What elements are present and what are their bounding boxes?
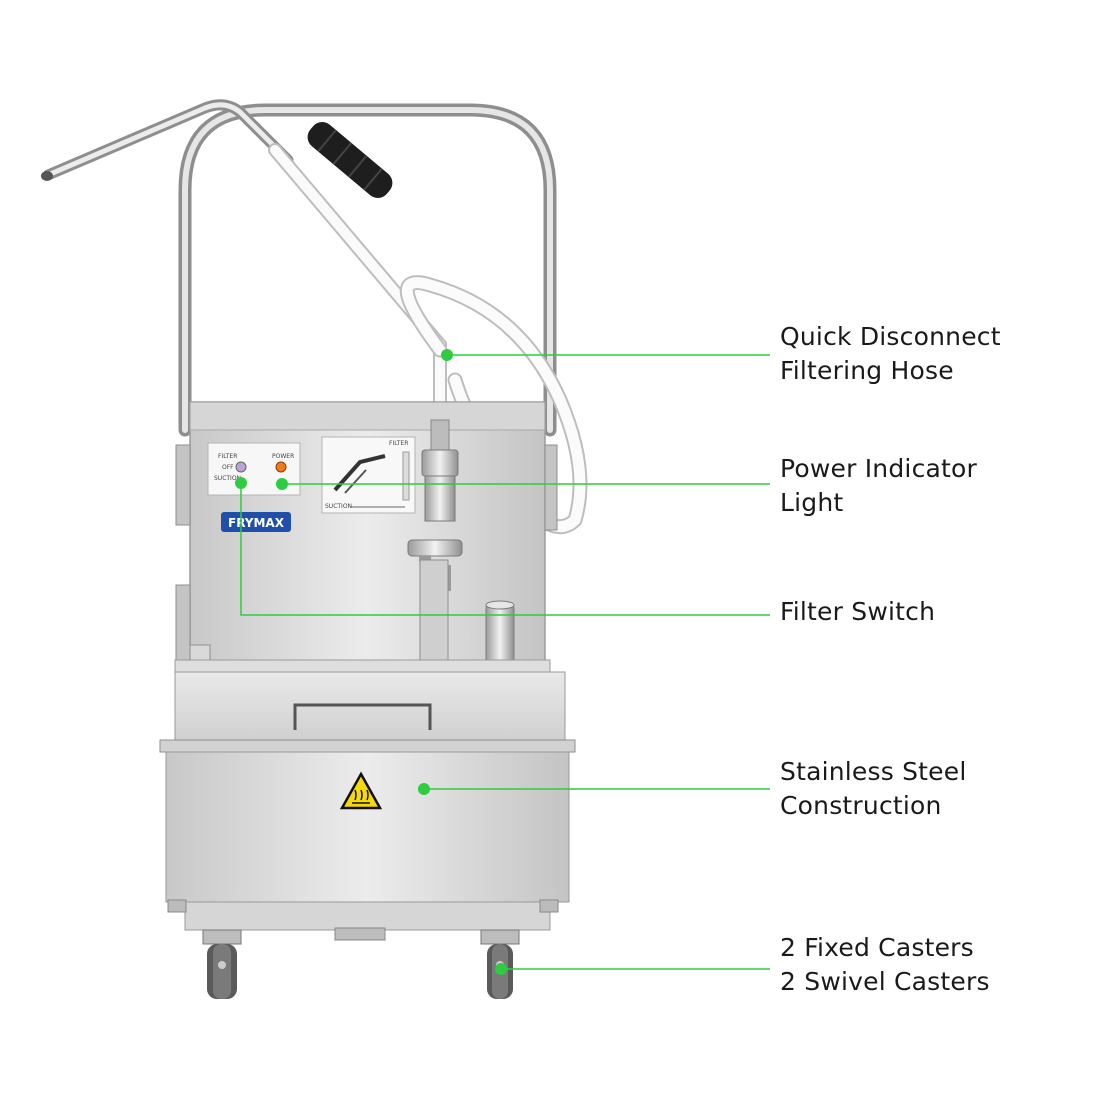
leader-hose [441,349,770,361]
filter-diagram-plate: FILTER SUCTION [321,436,416,514]
callout-casters-label: 2 Fixed Casters 2 Swivel Casters [780,933,990,996]
hot-surface-warning-icon [339,771,383,810]
pan-rim [174,659,566,743]
handle-grip [307,122,393,198]
callout-power-light-label: Power Indicator Light [780,454,978,517]
brand-logo: FRYMAX [221,512,291,532]
panel-filter-label: FILTER [218,453,237,460]
callout-leader-lines [235,349,770,975]
diagram-filter-label: FILTER [389,440,408,447]
caster-left [202,929,242,999]
suction-wand [41,99,447,427]
panel-off-label: OFF [222,464,234,471]
leader-filter-switch [235,477,770,616]
callout-construction-label: Stainless Steel Construction [780,757,967,820]
brand-logo-text: FRYMAX [228,516,285,530]
callout-filter-switch-label: Filter Switch [780,597,936,626]
diagram-suction-label: SUCTION [325,503,352,510]
filter-switch-knob[interactable] [235,461,247,473]
panel-suction-label: SUCTION [214,475,241,482]
panel-power-label: POWER [272,453,294,460]
power-indicator-light [275,461,287,473]
filter-pan-body [159,739,576,941]
leader-construction [418,783,770,795]
leader-power-light [276,478,770,490]
drain-cup [485,600,515,666]
handle-frame [178,103,557,437]
leader-casters [495,963,770,975]
callout-hose-label: Quick Disconnect Filtering Hose [780,322,1001,385]
